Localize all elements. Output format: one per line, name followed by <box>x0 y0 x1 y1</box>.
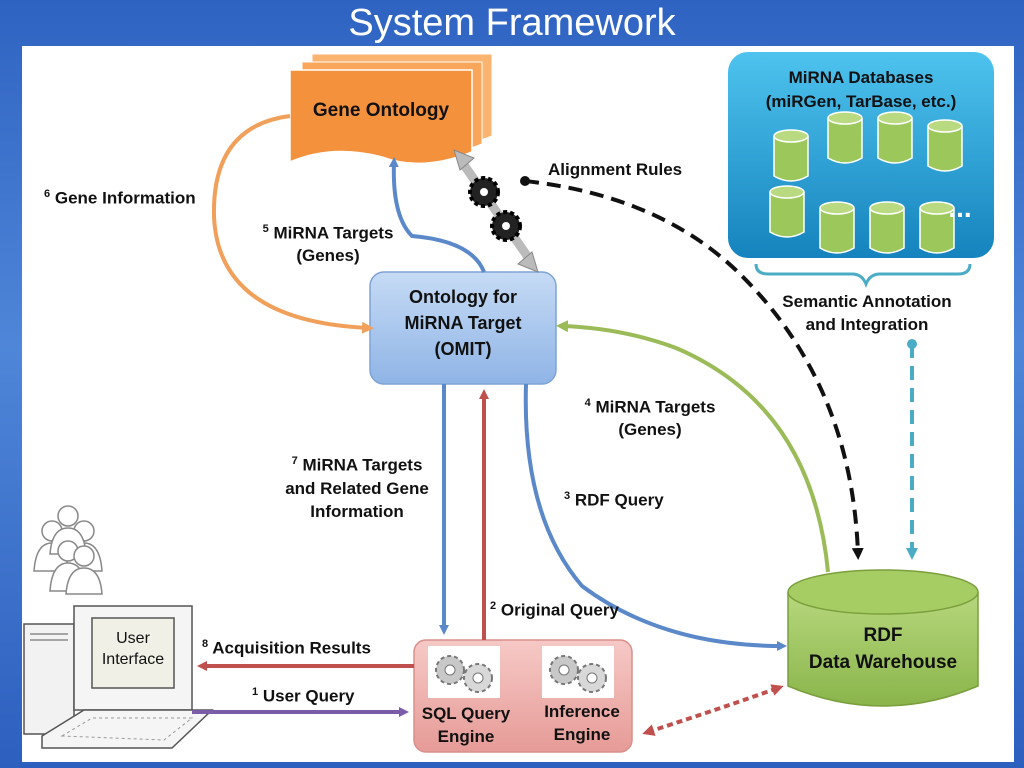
rdf-warehouse-node <box>787 569 979 707</box>
gene-ontology-label: Gene Ontology <box>312 100 450 121</box>
semantic-annotation-label: Semantic Annotation and Integration <box>762 290 972 336</box>
step7-number: 7 <box>291 455 298 467</box>
step6-text: Gene Information <box>54 188 196 208</box>
semantic-label-line: Semantic Annotation <box>782 292 952 311</box>
sql-engine-label: SQL Query Engine <box>414 702 518 748</box>
database-cylinder-top <box>869 201 905 215</box>
step5-label: 5 MiRNA Targets (Genes) <box>248 218 408 267</box>
step7-line: and Related Gene <box>285 478 429 498</box>
arrow-mirna-targets-4 <box>556 320 830 573</box>
arrow-rdf-query <box>523 383 787 651</box>
database-cylinder <box>819 208 855 254</box>
page-title: System Framework <box>348 2 676 44</box>
database-cylinder-top <box>877 111 913 125</box>
step2-number: 2 <box>490 600 497 612</box>
mirna-databases-label: MiRNA Databases (miRGen, TarBase, etc.) <box>728 66 994 114</box>
semantic-label-line: and Integration <box>805 315 929 334</box>
inference-engine-line: Inference <box>544 702 620 721</box>
step7-line: MiRNA Targets <box>302 455 423 475</box>
step6-number: 6 <box>44 188 51 200</box>
computer-icon <box>23 605 214 749</box>
sql-engine-line: Engine <box>437 727 495 746</box>
alignment-rules-label: Alignment Rules <box>548 160 683 179</box>
step7-line: Information <box>310 501 404 521</box>
database-cylinder-top <box>927 119 963 133</box>
step4-line: MiRNA Targets <box>595 397 716 417</box>
sql-engine-gear-icon <box>428 646 500 698</box>
omit-label: Ontology for MiRNA Target (OMIT) <box>370 284 556 362</box>
database-cylinder <box>919 208 955 254</box>
step5-number: 5 <box>262 223 269 235</box>
arrow-engine-warehouse <box>642 684 784 736</box>
user-interface-label: User Interface <box>92 628 174 670</box>
step6-label: 6 Gene Information <box>44 188 196 209</box>
user-interface-line: Interface <box>101 651 165 668</box>
database-cylinder <box>877 118 913 164</box>
rdf-label-line: RDF <box>863 625 903 646</box>
database-cylinders <box>769 111 963 254</box>
diagram-canvas <box>23 52 994 753</box>
step7-label: 7 MiRNA Targets and Related Gene Informa… <box>272 450 442 523</box>
databases-brace <box>754 263 972 289</box>
step3-label: 3 RDF Query <box>564 490 664 511</box>
database-cylinder <box>927 126 963 172</box>
user-interface-line: User <box>116 630 150 647</box>
users-icon <box>33 505 103 595</box>
database-cylinder-top <box>919 201 955 215</box>
arrow-gene-information <box>211 114 374 334</box>
step1-text: User Query <box>262 686 355 706</box>
step8-number: 8 <box>202 638 209 650</box>
step5-line: (Genes) <box>296 245 360 265</box>
databases-ellipsis: ... <box>948 192 972 223</box>
databases-label-line: MiRNA Databases <box>788 68 934 87</box>
inference-engine-gear-icon <box>542 646 614 698</box>
arrow-mirna-targets-5 <box>388 157 486 273</box>
database-cylinder <box>869 208 905 254</box>
step1-label: 1 User Query <box>252 686 355 707</box>
omit-label-line: (OMIT) <box>434 339 492 359</box>
step2-label: 2 Original Query <box>490 600 619 621</box>
step8-label: 8 Acquisition Results <box>202 638 371 659</box>
step4-label: 4 MiRNA Targets (Genes) <box>570 392 730 441</box>
database-cylinder-top <box>769 185 805 199</box>
step4-line: (Genes) <box>618 419 682 439</box>
database-cylinder-top <box>819 201 855 215</box>
alignment-gears-icon <box>453 149 539 273</box>
database-cylinder <box>773 136 809 182</box>
step5-line: MiRNA Targets <box>273 223 394 243</box>
omit-label-line: MiRNA Target <box>404 313 522 333</box>
database-cylinder-top <box>773 129 809 143</box>
step3-text: RDF Query <box>574 490 664 510</box>
diagram-panel: Gene Ontology Ontology for MiRNA Target … <box>22 46 1014 762</box>
databases-label-line: (miRGen, TarBase, etc.) <box>765 92 957 111</box>
step8-text: Acquisition Results <box>212 638 371 658</box>
rdf-warehouse-label: RDF Data Warehouse <box>788 622 978 676</box>
database-cylinder <box>769 192 805 238</box>
inference-engine-line: Engine <box>553 725 611 744</box>
inference-engine-label: Inference Engine <box>530 700 634 746</box>
step4-number: 4 <box>584 397 591 409</box>
gene-ontology-node <box>289 53 493 165</box>
rdf-label-line: Data Warehouse <box>808 652 958 673</box>
step1-number: 1 <box>252 686 259 698</box>
omit-label-line: Ontology for <box>409 287 517 307</box>
step3-number: 3 <box>564 490 571 502</box>
database-cylinder <box>827 118 863 164</box>
database-cylinder-top <box>827 111 863 125</box>
step2-text: Original Query <box>500 600 619 620</box>
sql-engine-line: SQL Query <box>421 704 511 723</box>
